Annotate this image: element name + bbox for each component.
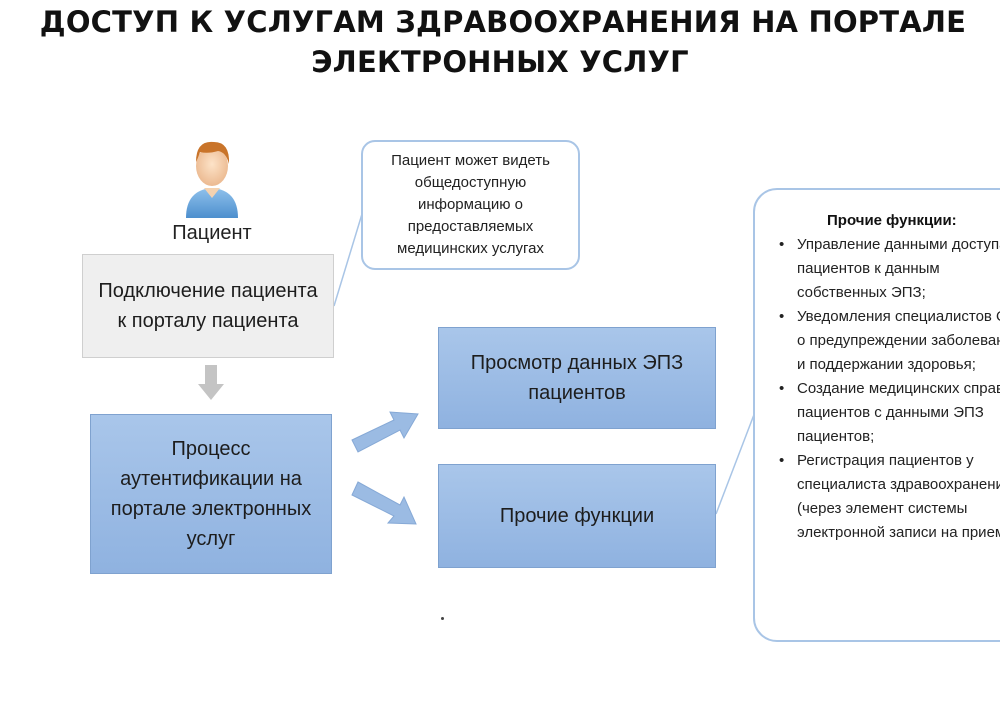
function-item: • Регистрация пациентов у специалиста здр… <box>773 449 1000 545</box>
function-item: • Создание медицинских справок пациентов … <box>773 377 1000 449</box>
function-item-text: Регистрация пациентов у специалиста здра… <box>797 452 1000 541</box>
page-title: ДОСТУП К УСЛУГАМ ЗДРАВООХРАНЕНИЯ НА ПОРТ… <box>0 2 1000 82</box>
function-item-text: Уведомления специалистов ОЗ о предупрежд… <box>797 308 1000 373</box>
functions-heading: Прочие функции: <box>827 212 957 229</box>
patient-avatar-icon <box>186 141 238 218</box>
callout-text: Пациент может видеть общедоступную инфор… <box>391 152 550 257</box>
bullet-icon: • <box>779 308 785 325</box>
patient-label: Пациент <box>172 222 252 244</box>
arrow-to-other-icon <box>351 481 417 525</box>
view-ehr-node: Просмотр данных ЭПЗ пациентов <box>438 327 716 429</box>
title-line-1: ДОСТУП К УСЛУГАМ ЗДРАВООХРАНЕНИЯ НА ПОРТ… <box>39 5 967 39</box>
connect-patient-node: Подключение пациента к порталу пациента <box>82 254 334 358</box>
function-item-text: Создание медицинских справок пациентов с… <box>797 380 1000 445</box>
arrow-to-view-icon <box>351 411 419 453</box>
authentication-text: Процесс аутентификации на портале электр… <box>110 438 312 550</box>
other-functions-text: Прочие функции <box>499 505 655 527</box>
function-item: • Управление данными доступа пациентов к … <box>773 233 1000 305</box>
stray-dot <box>441 617 444 620</box>
bullet-icon: • <box>779 380 785 397</box>
functions-pointer-line <box>715 411 756 515</box>
authentication-node: Процесс аутентификации на портале электр… <box>90 414 332 574</box>
bullet-icon: • <box>779 452 785 469</box>
bullet-icon: • <box>779 236 785 253</box>
other-functions-node: Прочие функции <box>438 464 716 568</box>
public-info-callout: Пациент может видеть общедоступную инфор… <box>361 140 580 270</box>
down-arrow-icon <box>198 365 224 400</box>
callout-pointer-line <box>333 213 363 307</box>
view-ehr-text: Просмотр данных ЭПЗ пациентов <box>470 352 684 404</box>
function-item-text: Управление данными доступа пациентов к д… <box>797 236 1000 301</box>
other-functions-panel: Прочие функции: • Управление данными дост… <box>753 188 1000 642</box>
title-line-2: ЭЛЕКТРОННЫХ УСЛУГ <box>311 45 689 79</box>
connect-patient-text: Подключение пациента к порталу пациента <box>98 280 318 332</box>
functions-list: • Управление данными доступа пациентов к … <box>773 233 1000 545</box>
function-item: • Уведомления специалистов ОЗ о предупреж… <box>773 305 1000 377</box>
